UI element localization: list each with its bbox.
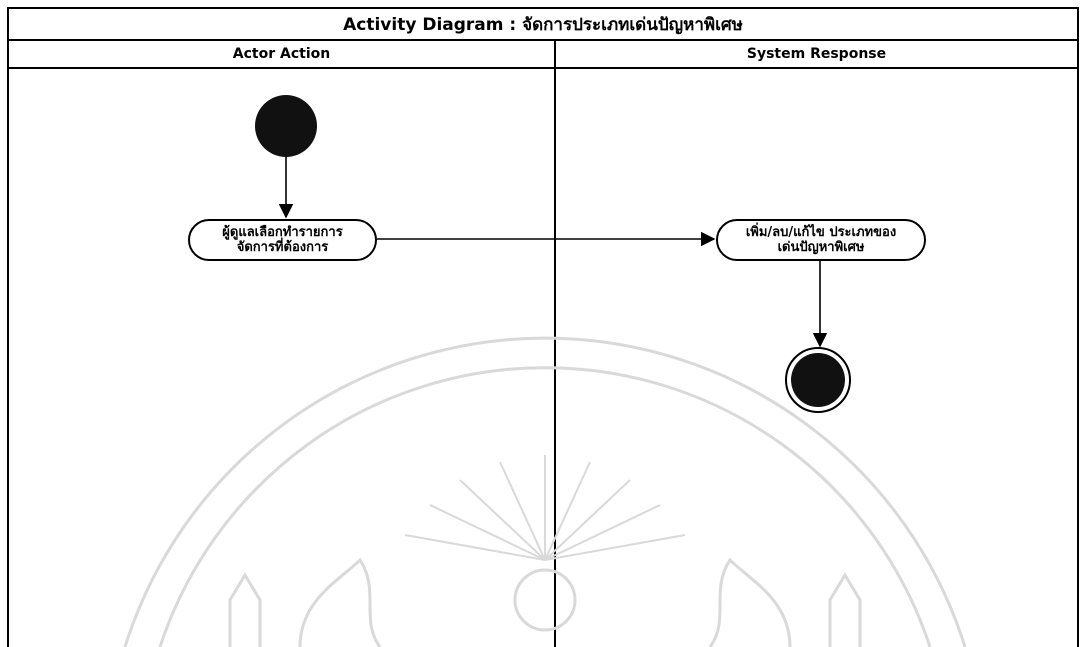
activity-select-task-line2: จัดการที่ต้องการ bbox=[236, 240, 329, 255]
activity-select-task-line1: ผู้ดูแลเลือกทำรายการ bbox=[222, 225, 343, 240]
activity-manage-types-line1: เพิ่ม/ลบ/แก้ไข ประเภทของ bbox=[745, 225, 897, 240]
activity-manage-types: เพิ่ม/ลบ/แก้ไข ประเภทของ เด่นปัญหาพิเศษ bbox=[716, 219, 926, 261]
diagram-title: Activity Diagram : จัดการประเภทเด่นปัญหา… bbox=[9, 9, 1077, 41]
watermark-outer-arc bbox=[123, 336, 967, 647]
activity-manage-types-line2: เด่นปัญหาพิเศษ bbox=[777, 240, 865, 255]
final-node bbox=[791, 353, 845, 407]
activity-select-task: ผู้ดูแลเลือกทำรายการ จัดการที่ต้องการ bbox=[188, 219, 377, 261]
watermark-seal bbox=[123, 336, 967, 647]
watermark-right-tower bbox=[828, 572, 862, 647]
initial-node bbox=[255, 95, 317, 157]
watermark-left-tower bbox=[228, 572, 262, 647]
watermark-right-flame bbox=[708, 557, 792, 647]
watermark-inner-arc bbox=[158, 366, 932, 647]
watermark-center-circle bbox=[513, 568, 577, 632]
lane-divider bbox=[554, 41, 556, 647]
lane-header-actor-action: Actor Action bbox=[9, 41, 554, 69]
diagram-frame: Activity Diagram : จัดการประเภทเด่นปัญหา… bbox=[7, 7, 1079, 647]
watermark-left-flame bbox=[298, 557, 382, 647]
watermark-rays bbox=[404, 455, 686, 561]
lane-header-system-response: System Response bbox=[556, 41, 1077, 69]
